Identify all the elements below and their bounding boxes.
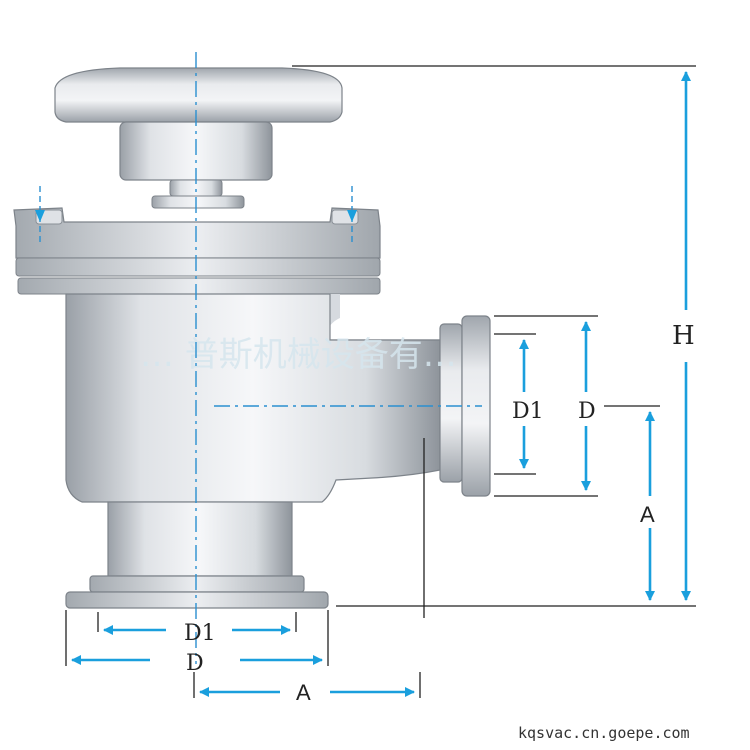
label-h: H [672, 321, 695, 351]
label-d-bottom: D [186, 651, 204, 676]
bottom-flange [65, 591, 329, 609]
valve-body [13, 67, 491, 609]
stem-base [151, 195, 245, 209]
dimension-labels: H D D1 A D1 D A [184, 321, 695, 705]
source-url: kqsvac.cn.goepe.com [518, 724, 690, 742]
bonnet-flange [13, 207, 381, 259]
label-d1-bottom: D1 [184, 621, 216, 646]
bolt-markers [35, 210, 357, 222]
dimension-lines [65, 65, 696, 698]
handwheel [54, 67, 343, 123]
main-cylinder [65, 293, 441, 503]
label-a-bottom: A [296, 680, 311, 705]
bottom-flange-thin [89, 575, 305, 593]
label-d1-side: D1 [512, 399, 544, 424]
bottom-neck [107, 501, 293, 577]
watermark: … 普斯机械设备有… [140, 335, 457, 375]
dimension-arrows [71, 71, 691, 697]
label-d-side: D [578, 399, 596, 424]
label-a-side: A [640, 502, 655, 527]
flange-ring-1 [15, 257, 381, 277]
flange-ring-2 [17, 277, 381, 295]
